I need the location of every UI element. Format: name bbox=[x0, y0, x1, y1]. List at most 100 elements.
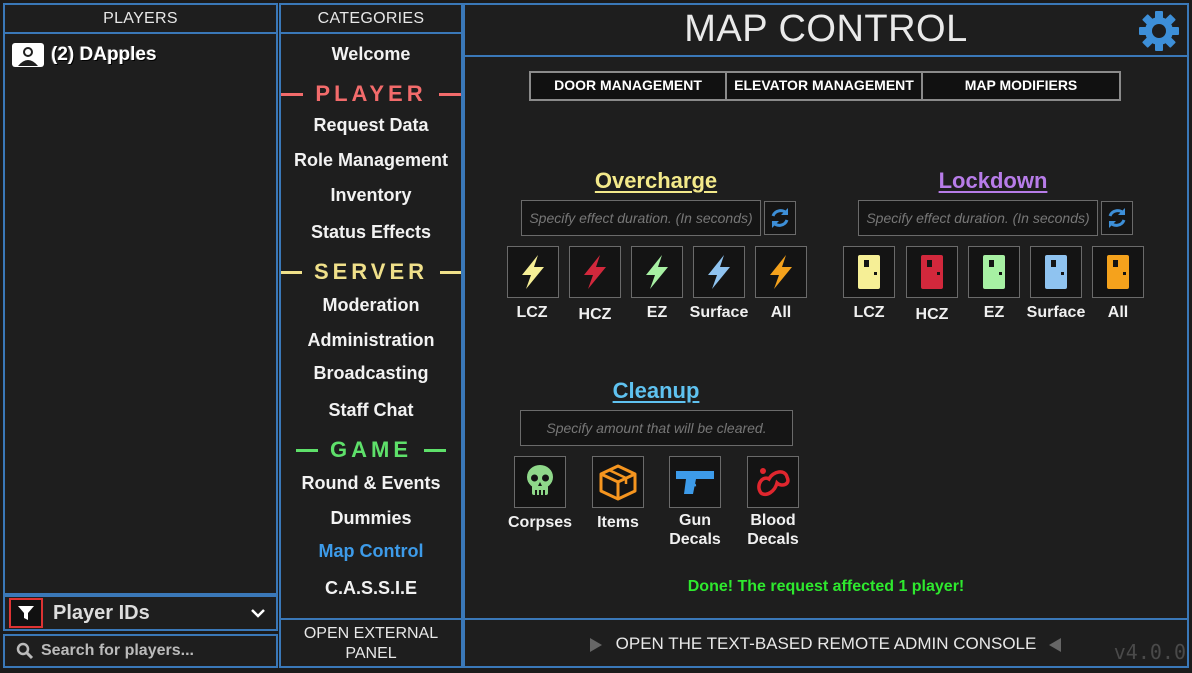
overcharge-lcz-label: LCZ bbox=[516, 304, 548, 321]
cleanup-gun-decals-button[interactable] bbox=[669, 456, 721, 508]
main-header: MAP CONTROL bbox=[463, 3, 1189, 57]
door-icon bbox=[858, 255, 880, 289]
overcharge-hcz-label: HCZ bbox=[578, 306, 612, 323]
cleanup-items-button[interactable] bbox=[592, 456, 644, 508]
lockdown-surface-button[interactable] bbox=[1030, 246, 1082, 298]
player-id-selector[interactable]: Player IDs bbox=[3, 595, 278, 631]
lockdown-duration-input[interactable]: Specify effect duration. (In seconds) bbox=[858, 200, 1098, 236]
category-request-data[interactable]: Request Data bbox=[313, 115, 429, 135]
tab-elevator-management[interactable]: ELEVATOR MANAGEMENT bbox=[727, 73, 923, 99]
triangle-left-icon bbox=[1049, 638, 1061, 652]
cleanup-amount-input[interactable]: Specify amount that will be cleared. bbox=[520, 410, 793, 446]
lightning-bolt-icon bbox=[522, 255, 544, 289]
status-message: Done! The request affected 1 player! bbox=[687, 578, 965, 595]
overcharge-title: Overcharge bbox=[594, 168, 718, 193]
blood-decals-line2: Decals bbox=[747, 531, 799, 548]
players-list: (2) DApples bbox=[3, 32, 278, 595]
section-player: PLAYER bbox=[281, 81, 461, 107]
players-header: PLAYERS bbox=[3, 3, 278, 34]
lockdown-all-button[interactable] bbox=[1092, 246, 1144, 298]
section-player-label: PLAYER bbox=[315, 81, 427, 106]
overcharge-surface-label: Surface bbox=[689, 304, 749, 321]
lockdown-hcz-label: HCZ bbox=[915, 306, 949, 323]
lockdown-ez-label: EZ bbox=[983, 304, 1005, 321]
lockdown-lcz-button[interactable] bbox=[843, 246, 895, 298]
cleanup-blood-decals-label: Blood Decals bbox=[733, 511, 813, 549]
player-group-icon bbox=[12, 43, 44, 67]
section-game: GAME bbox=[281, 437, 461, 463]
section-server-label: SERVER bbox=[313, 259, 429, 284]
section-server: SERVER bbox=[281, 259, 461, 285]
gun-decals-line1: Gun bbox=[679, 512, 711, 529]
player-name: (2) DApples bbox=[51, 44, 157, 65]
door-icon bbox=[1107, 255, 1129, 289]
lockdown-hcz-button[interactable] bbox=[906, 246, 958, 298]
lightning-bolt-icon bbox=[770, 255, 792, 289]
category-broadcasting[interactable]: Broadcasting bbox=[313, 363, 429, 383]
tab-map-modifiers[interactable]: MAP MODIFIERS bbox=[964, 77, 1078, 93]
lockdown-surface-label: Surface bbox=[1026, 304, 1086, 321]
overcharge-refresh-icon[interactable] bbox=[764, 201, 796, 235]
category-staff-chat[interactable]: Staff Chat bbox=[328, 400, 414, 420]
blood-splatter-icon bbox=[757, 468, 790, 496]
lightning-bolt-icon bbox=[646, 255, 668, 289]
tab-door-management[interactable]: DOOR MANAGEMENT bbox=[531, 73, 727, 99]
category-cassie[interactable]: C.A.S.S.I.E bbox=[324, 578, 418, 598]
cleanup-blood-decals-button[interactable] bbox=[747, 456, 799, 508]
player-id-label: Player IDs bbox=[53, 601, 150, 624]
page-title: MAP CONTROL bbox=[684, 8, 968, 50]
cleanup-corpses-button[interactable] bbox=[514, 456, 566, 508]
overcharge-all-label: All bbox=[770, 304, 792, 321]
cleanup-items-label: Items bbox=[597, 514, 639, 531]
lockdown-lcz-label: LCZ bbox=[853, 304, 885, 321]
lockdown-title: Lockdown bbox=[938, 168, 1048, 193]
category-round-events[interactable]: Round & Events bbox=[301, 473, 441, 493]
category-inventory[interactable]: Inventory bbox=[330, 185, 412, 205]
skull-icon bbox=[527, 465, 553, 495]
triangle-right-icon bbox=[590, 638, 602, 652]
main-content bbox=[463, 55, 1189, 620]
player-search-input[interactable]: Search for players... bbox=[3, 634, 278, 668]
box-icon bbox=[599, 464, 637, 501]
category-dummies[interactable]: Dummies bbox=[330, 508, 412, 528]
search-icon bbox=[16, 642, 34, 660]
map-tabs: DOOR MANAGEMENT ELEVATOR MANAGEMENT MAP … bbox=[529, 71, 1121, 101]
chevron-down-icon[interactable] bbox=[250, 605, 266, 621]
blood-decals-line1: Blood bbox=[750, 512, 796, 529]
overcharge-ez-label: EZ bbox=[646, 304, 668, 321]
open-console-button[interactable]: OPEN THE TEXT-BASED REMOTE ADMIN CONSOLE bbox=[463, 618, 1189, 668]
player-entry[interactable]: (2) DApples bbox=[11, 42, 157, 68]
overcharge-hcz-button[interactable] bbox=[569, 246, 621, 298]
console-button-label: OPEN THE TEXT-BASED REMOTE ADMIN CONSOLE bbox=[615, 634, 1037, 653]
category-administration[interactable]: Administration bbox=[307, 330, 435, 350]
category-moderation[interactable]: Moderation bbox=[322, 295, 420, 315]
category-welcome[interactable]: Welcome bbox=[331, 44, 411, 64]
category-status-effects[interactable]: Status Effects bbox=[310, 222, 432, 242]
gear-icon[interactable] bbox=[1137, 9, 1181, 53]
door-icon bbox=[983, 255, 1005, 289]
search-placeholder: Search for players... bbox=[41, 642, 194, 659]
cleanup-title: Cleanup bbox=[612, 378, 700, 403]
category-role-management[interactable]: Role Management bbox=[293, 150, 449, 170]
cleanup-corpses-label: Corpses bbox=[507, 514, 573, 531]
category-map-control[interactable]: Map Control bbox=[318, 541, 424, 561]
lockdown-ez-button[interactable] bbox=[968, 246, 1020, 298]
filter-icon[interactable] bbox=[9, 598, 43, 628]
overcharge-duration-input[interactable]: Specify effect duration. (In seconds) bbox=[521, 200, 761, 236]
overcharge-surface-button[interactable] bbox=[693, 246, 745, 298]
lightning-bolt-icon bbox=[708, 255, 730, 289]
overcharge-ez-button[interactable] bbox=[631, 246, 683, 298]
door-icon bbox=[921, 255, 943, 289]
section-game-label: GAME bbox=[330, 437, 412, 462]
lockdown-all-label: All bbox=[1107, 304, 1129, 321]
lockdown-refresh-icon[interactable] bbox=[1101, 201, 1133, 235]
cleanup-gun-decals-label: Gun Decals bbox=[655, 511, 735, 549]
pistol-icon bbox=[676, 471, 714, 494]
door-icon bbox=[1045, 255, 1067, 289]
open-external-panel-button[interactable]: OPEN EXTERNAL PANEL bbox=[279, 618, 463, 668]
overcharge-all-button[interactable] bbox=[755, 246, 807, 298]
categories-list: Welcome PLAYER Request Data Role Managem… bbox=[279, 32, 463, 620]
categories-header: CATEGORIES bbox=[279, 3, 463, 34]
overcharge-lcz-button[interactable] bbox=[507, 246, 559, 298]
lightning-bolt-icon bbox=[584, 255, 606, 289]
